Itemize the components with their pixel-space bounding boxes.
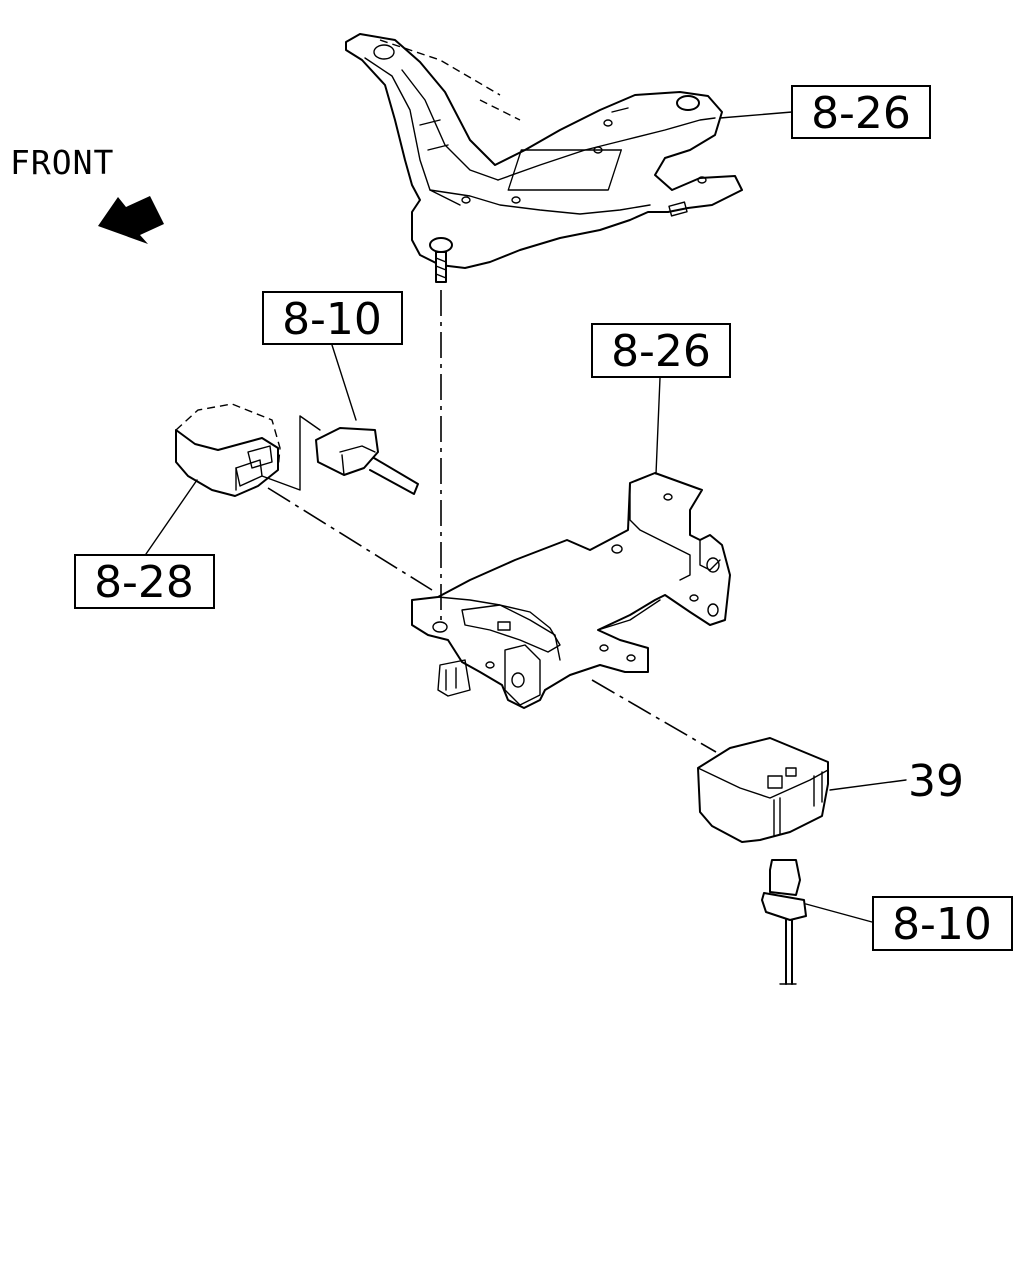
callout-text: 8-10	[892, 899, 992, 950]
callout-middle-bracket: 8-26	[591, 323, 731, 378]
callout-text: 8-10	[282, 294, 382, 345]
relay-39-drawing	[697, 737, 829, 843]
relay-39-alignment-line	[591, 679, 717, 753]
callout-text: 8-26	[811, 88, 911, 139]
callout-upper-bracket: 8-26	[791, 85, 931, 139]
callout-text: 39	[908, 756, 964, 807]
connector-bottom-drawing	[761, 859, 807, 985]
relay-left-drawing	[175, 403, 321, 497]
connector-top-drawing	[315, 427, 419, 495]
callout-connector-top: 8-10	[262, 291, 403, 345]
callout-relay-left: 8-28	[74, 554, 215, 609]
callout-relay-part: 39	[908, 756, 964, 807]
front-label: FRONT	[10, 143, 114, 182]
callout-connector-bottom: 8-10	[872, 896, 1013, 951]
callout-text: 8-28	[94, 557, 194, 608]
middle-bracket-drawing	[411, 472, 731, 709]
callout-text: 8-26	[611, 326, 711, 377]
upper-bracket-drawing	[345, 33, 743, 283]
leader-lines	[145, 111, 907, 923]
arrow-up-left-icon	[98, 196, 164, 244]
relay-left-alignment-line	[267, 487, 433, 591]
